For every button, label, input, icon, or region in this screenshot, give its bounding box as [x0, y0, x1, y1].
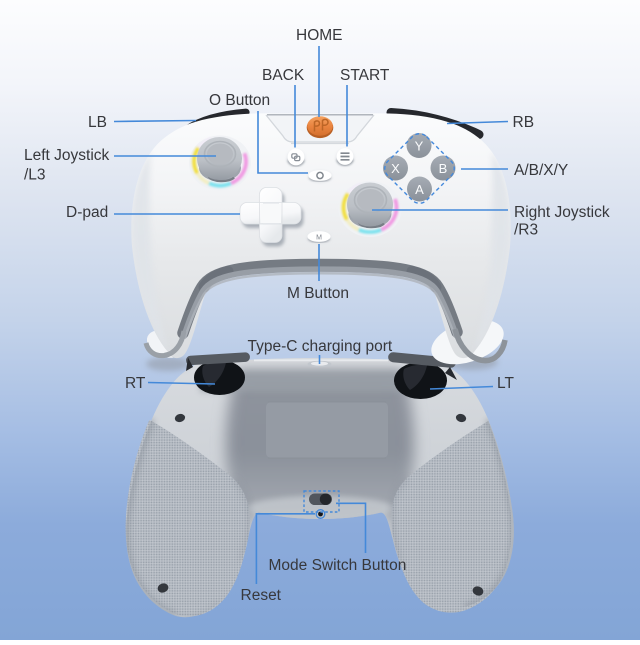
svg-text:/L3: /L3	[24, 167, 46, 184]
svg-text:LT: LT	[497, 375, 514, 392]
svg-text:Y: Y	[415, 138, 424, 153]
svg-text:A: A	[415, 182, 424, 197]
svg-text:LB: LB	[88, 114, 107, 131]
svg-text:RT: RT	[125, 375, 146, 392]
svg-text:RB: RB	[513, 114, 535, 131]
svg-text:Mode Switch Button: Mode Switch Button	[269, 557, 407, 574]
svg-text:B: B	[439, 161, 448, 176]
svg-text:Reset: Reset	[241, 587, 282, 604]
svg-text:HOME: HOME	[296, 27, 343, 44]
svg-text:Right Joystick: Right Joystick	[514, 204, 610, 221]
svg-text:BACK: BACK	[262, 67, 305, 84]
svg-text:M: M	[316, 234, 322, 241]
svg-text:M Button: M Button	[287, 285, 349, 302]
svg-text:Type-C charging port: Type-C charging port	[248, 338, 393, 355]
svg-text:X: X	[391, 161, 400, 176]
svg-text:Left Joystick: Left Joystick	[24, 147, 110, 164]
svg-text:A/B/X/Y: A/B/X/Y	[514, 162, 568, 179]
svg-text:O Button: O Button	[209, 92, 270, 109]
svg-text:D-pad: D-pad	[66, 204, 108, 221]
svg-text:/R3: /R3	[514, 222, 538, 239]
svg-text:START: START	[340, 67, 390, 84]
